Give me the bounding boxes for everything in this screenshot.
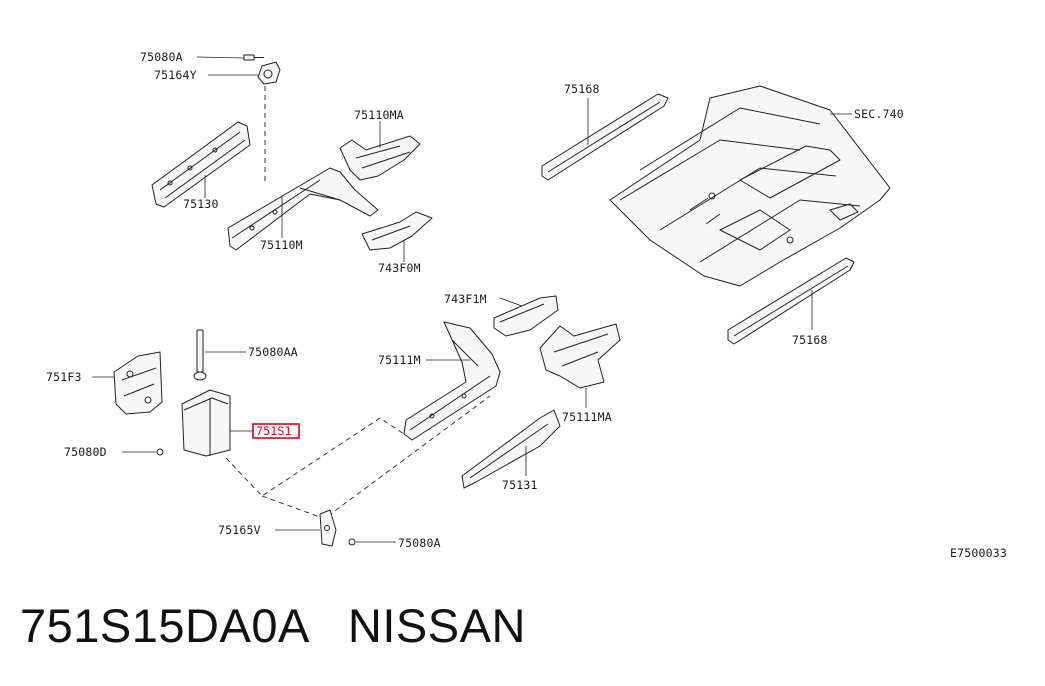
- label-75131: 75131: [502, 478, 538, 492]
- footer-title: 751S15DA0A NISSAN: [20, 598, 526, 653]
- label-75164y: 75164Y: [154, 68, 197, 82]
- dashed-leader: [261, 495, 329, 521]
- bolt-75080aa: [193, 329, 246, 381]
- bracket-75165v: [275, 509, 337, 547]
- part-75110ma: [339, 121, 421, 181]
- dashed-leader: [327, 395, 491, 517]
- label-743f1m: 743F1M: [444, 292, 487, 306]
- part-75131: [461, 409, 561, 489]
- label-75080aa: 75080AA: [248, 345, 298, 359]
- label-sec740: SEC.740: [854, 107, 904, 121]
- label-75110m: 75110M: [260, 238, 303, 252]
- label-751f3: 751F3: [46, 370, 82, 384]
- part-75110m: [227, 167, 379, 251]
- label-743f0m: 743F0M: [378, 261, 421, 275]
- label-75110ma: 75110MA: [354, 108, 404, 122]
- dashed-leader: [225, 417, 405, 497]
- label-75168-top: 75168: [564, 82, 600, 96]
- part-751s1: [181, 389, 254, 457]
- label-75080a-top: 75080A: [140, 50, 183, 64]
- part-75168-bottom: [727, 257, 855, 345]
- label-75111m: 75111M: [378, 353, 421, 367]
- label-75165v: 75165V: [218, 523, 261, 537]
- reference-code: E7500033: [950, 546, 1007, 560]
- clip-75164y: [208, 61, 281, 85]
- floor-assembly: [609, 85, 891, 287]
- part-75168-top: [541, 93, 669, 181]
- label-75130: 75130: [183, 197, 219, 211]
- label-75080d: 75080D: [64, 445, 107, 459]
- bolt-75080a-top: [196, 54, 264, 61]
- nut-75080d: [122, 448, 164, 456]
- part-743f0m: [361, 211, 433, 262]
- brand-name: NISSAN: [347, 599, 526, 652]
- part-75111m: [403, 321, 501, 441]
- part-751f3: [92, 351, 163, 415]
- highlight-box-751s1: [252, 423, 300, 439]
- part-75130: [151, 121, 251, 208]
- bolt-75080a-bottom: [348, 538, 396, 546]
- part-number: 751S15DA0A: [20, 599, 308, 652]
- part-75111ma: [539, 323, 621, 408]
- label-75080a-bottom: 75080A: [398, 536, 441, 550]
- label-75168-bottom: 75168: [792, 333, 828, 347]
- part-743f1m: [493, 295, 559, 337]
- label-75111ma: 75111MA: [562, 410, 612, 424]
- label-751s1: 751S1: [256, 424, 292, 438]
